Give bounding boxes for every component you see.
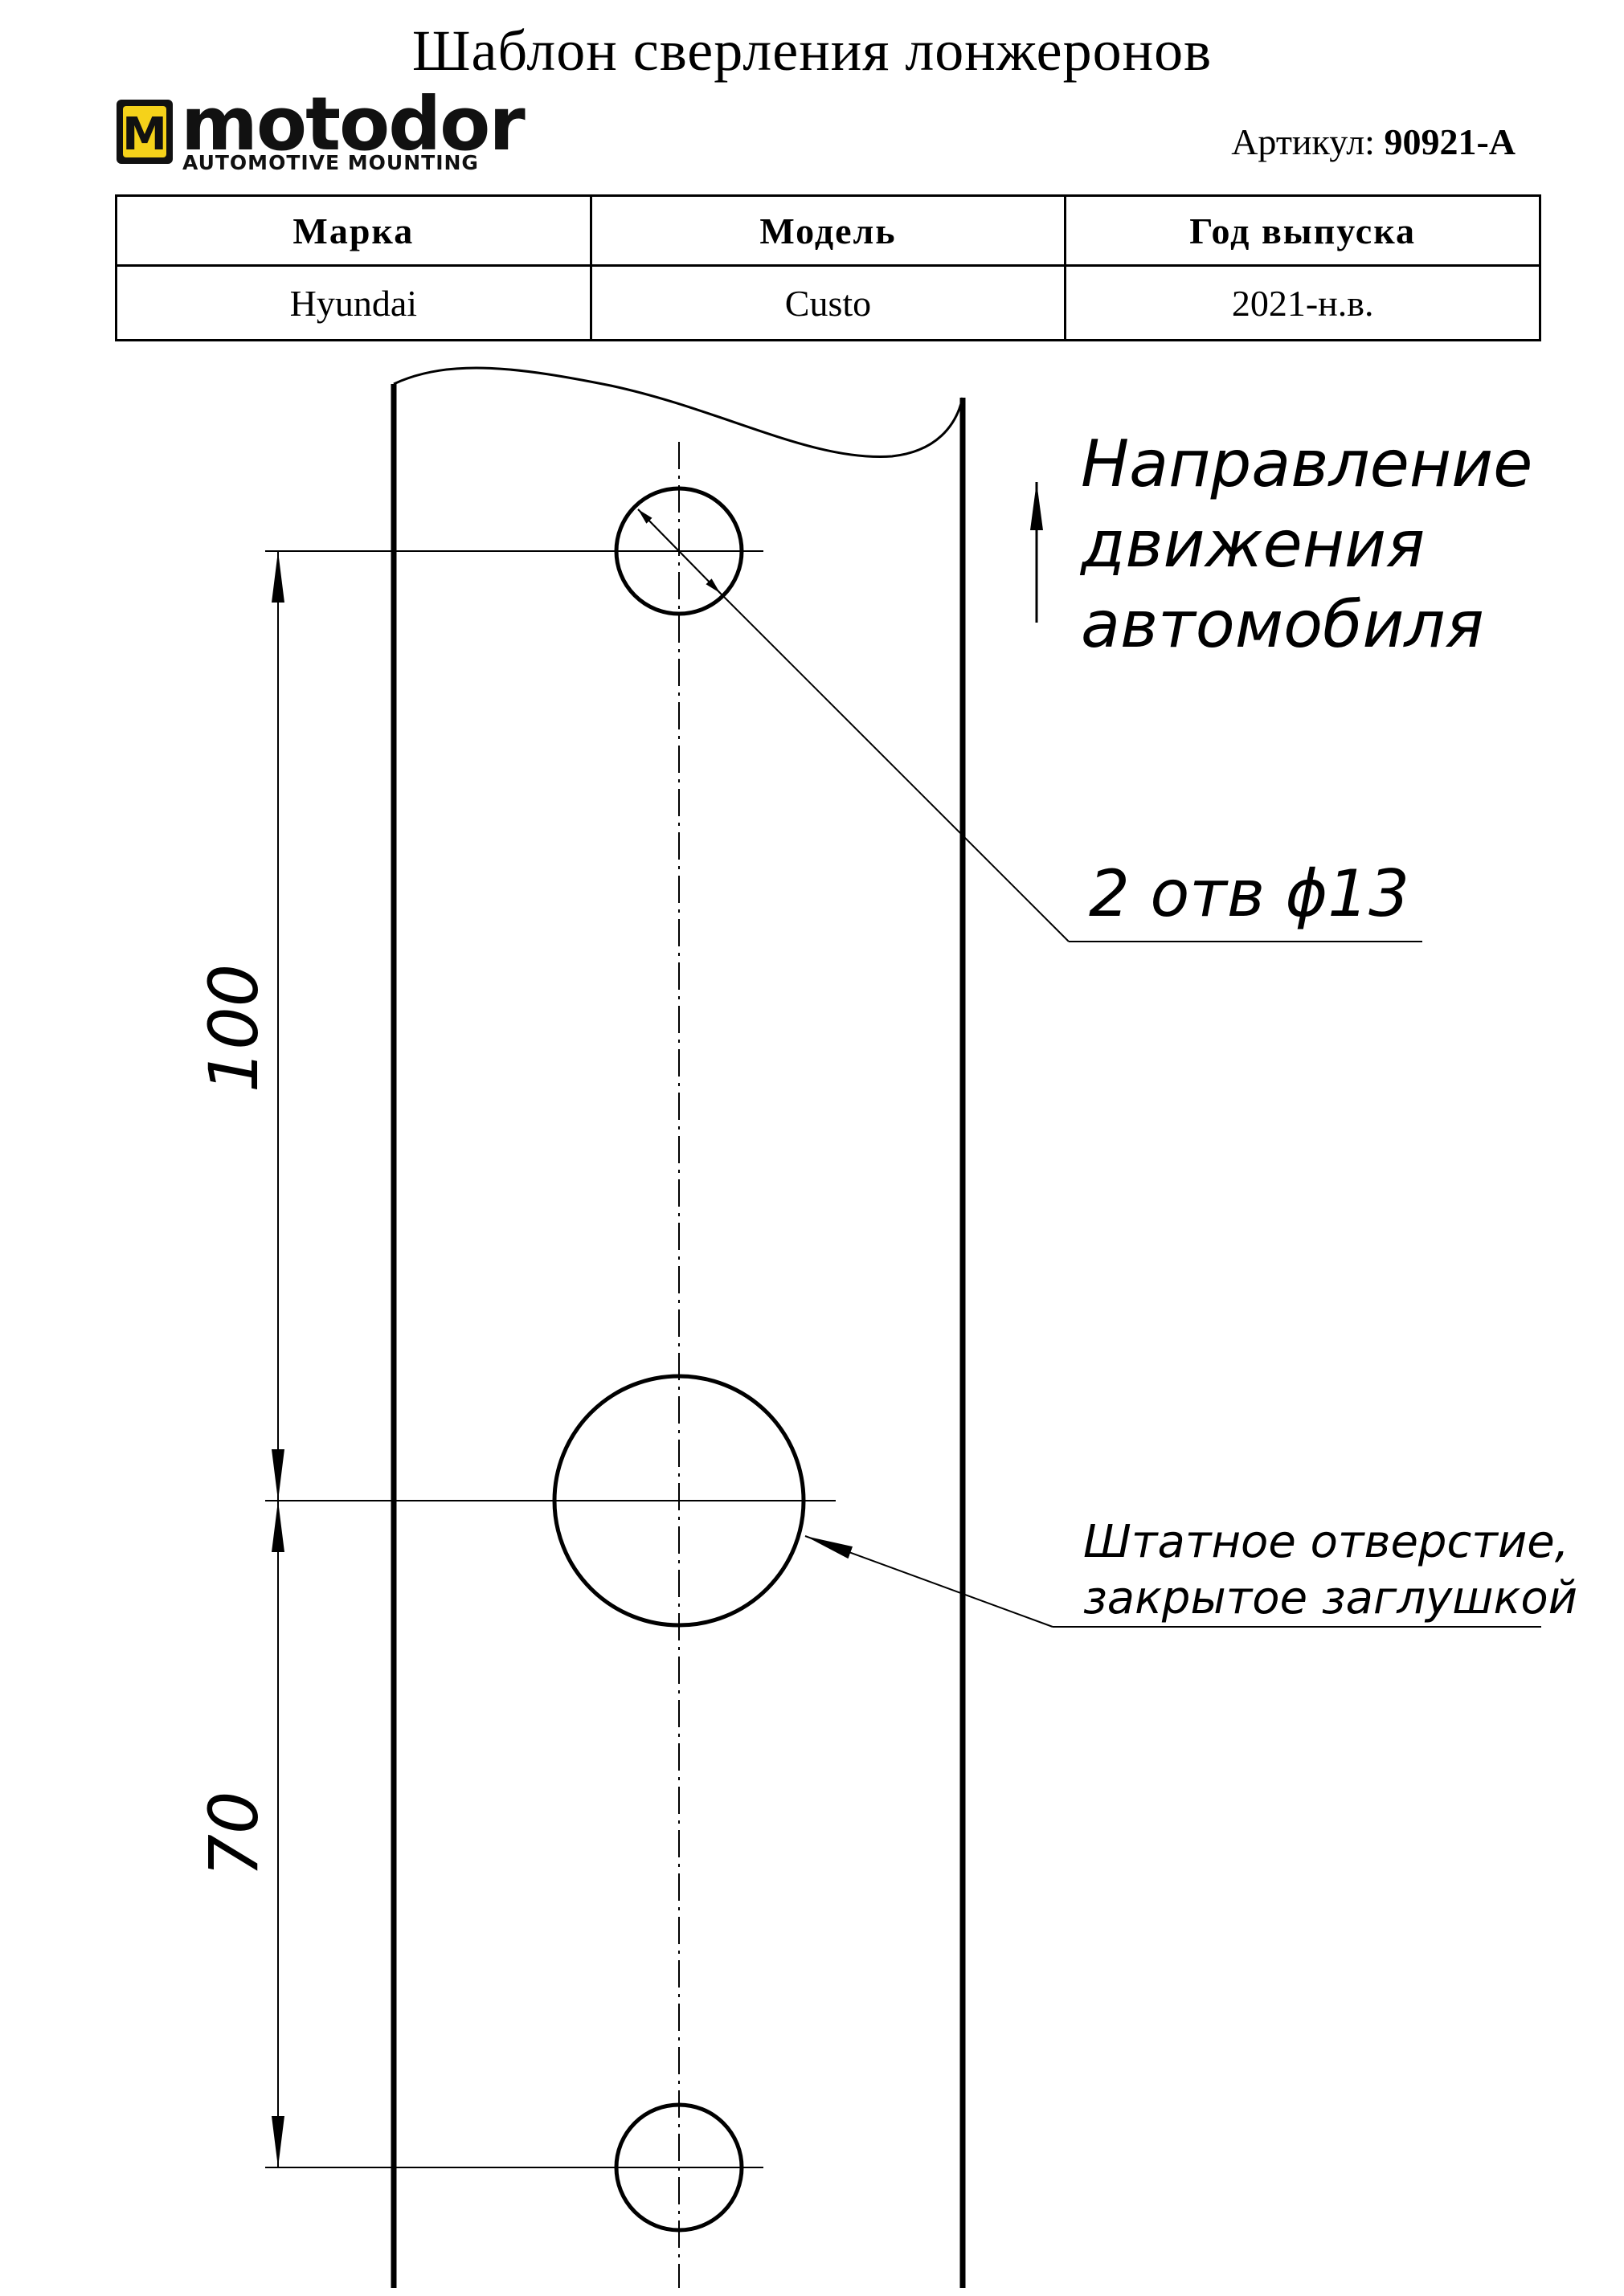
cell-brand: Hyundai bbox=[115, 264, 592, 341]
dim-arrow-upper-bottom bbox=[272, 1449, 284, 1501]
table-header-row: Марка Модель Год выпуска bbox=[115, 194, 1541, 267]
header-year: Год выпуска bbox=[1064, 194, 1541, 267]
spar-break-line bbox=[393, 366, 964, 459]
holes-callout: 2 отв ϕ13 bbox=[1089, 856, 1409, 931]
plug-label-line-2: закрытое заглушкой bbox=[1083, 1572, 1577, 1624]
document-title: Шаблон сверления лонжеронов bbox=[411, 18, 1213, 83]
direction-label-line-2: движения bbox=[1079, 507, 1425, 582]
header-model: Модель bbox=[589, 194, 1067, 267]
diameter-arrow-2 bbox=[637, 509, 721, 594]
logo-tagline: AUTOMOTIVE MOUNTING bbox=[182, 151, 479, 174]
logo-wordmark: motodor bbox=[181, 81, 526, 167]
dim-arrow-lower-top bbox=[272, 1501, 284, 1552]
article-value: 90921-A bbox=[1384, 121, 1516, 162]
logo-mark-icon: M bbox=[117, 100, 173, 164]
direction-label-line-1: Направление bbox=[1081, 427, 1532, 501]
logo-mark-letter: M bbox=[122, 108, 167, 161]
dim-arrow-upper-top bbox=[272, 551, 284, 603]
cell-year: 2021-н.в. bbox=[1064, 264, 1541, 341]
dimension-lower-label: 70 bbox=[194, 1791, 273, 1877]
cell-model: Custo bbox=[589, 264, 1067, 341]
vehicle-info-table: Марка Модель Год выпуска Hyundai Custo 2… bbox=[115, 194, 1541, 341]
header-brand: Марка bbox=[115, 194, 592, 267]
brand-logo: M motodor AUTOMOTIVE MOUNTING bbox=[117, 81, 583, 174]
holes-leader-line bbox=[719, 592, 1070, 942]
dim-arrow-lower-bottom bbox=[272, 2116, 284, 2167]
table-row: Hyundai Custo 2021-н.в. bbox=[115, 264, 1541, 341]
article-label: Артикул: bbox=[1231, 121, 1375, 162]
dimension-upper-label: 100 bbox=[194, 964, 273, 1093]
plug-leader-arrow bbox=[804, 1535, 1053, 1628]
article-number: Артикул: 90921-A bbox=[1231, 121, 1516, 163]
direction-label-line-3: автомобиля bbox=[1081, 587, 1484, 662]
plug-label-line-1: Штатное отверстие, bbox=[1083, 1516, 1569, 1568]
